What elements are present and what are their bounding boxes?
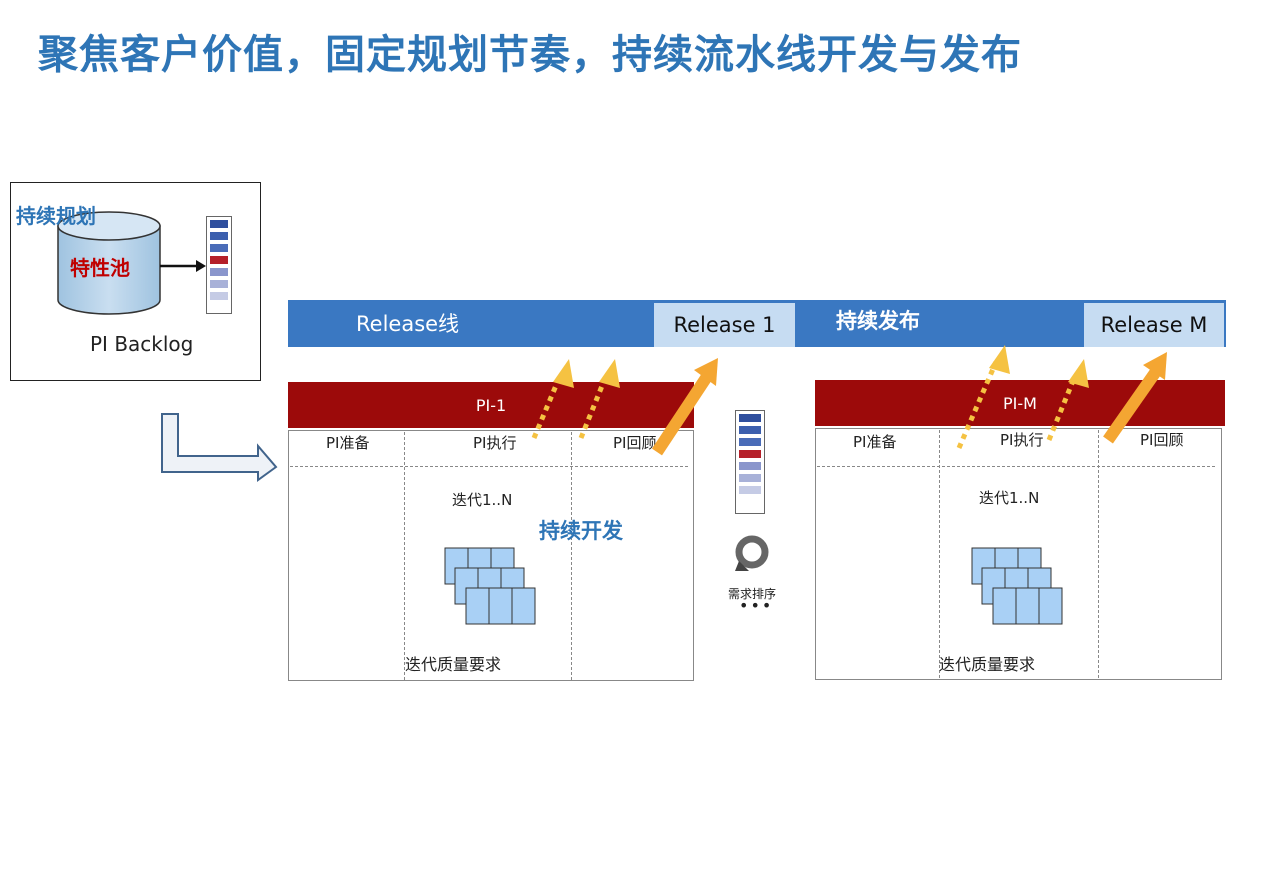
continuous-release-label: 持续发布 — [836, 309, 920, 333]
pi-m-iterations: 迭代1..N — [979, 489, 1040, 507]
pi-1-header: PI-1 — [288, 382, 694, 428]
backlog-stack-icon — [735, 410, 765, 514]
pi-m-divider — [939, 430, 940, 678]
cycle-icon — [735, 535, 769, 571]
ellipsis-dots: ••• — [739, 596, 774, 615]
pi-1-phase-execute: PI执行 — [473, 434, 517, 452]
pi-m-quality: 迭代质量要求 — [939, 655, 1036, 674]
pi-m-phase-review: PI回顾 — [1140, 431, 1184, 449]
pi-m-phase-line — [817, 466, 1215, 467]
backlog-label: PI Backlog — [90, 332, 194, 356]
iteration-grid-icon — [971, 547, 1063, 625]
planning-label: 持续规划 — [16, 204, 96, 228]
pi-1-phase-line — [290, 466, 688, 467]
page-title: 聚焦客户价值，固定规划节奏，持续流水线开发与发布 — [38, 32, 1022, 78]
release-line-label: Release线 — [356, 312, 460, 336]
iteration-grid-icon — [444, 547, 536, 625]
arrow-right-icon — [160, 260, 206, 272]
pi-1-phase-prepare: PI准备 — [326, 434, 370, 452]
backlog-stack-icon — [206, 216, 232, 314]
pi-m-header: PI-M — [815, 380, 1225, 426]
cylinder-icon — [57, 211, 161, 315]
pi-m-phase-prepare: PI准备 — [853, 433, 897, 451]
pi-1-divider — [404, 432, 405, 680]
pi-m-divider — [1098, 430, 1099, 678]
release-m-box: Release M — [1084, 303, 1224, 347]
pi-1-iterations: 迭代1..N — [452, 491, 513, 509]
pi-1-divider — [571, 432, 572, 680]
pi-1-quality: 迭代质量要求 — [405, 655, 502, 674]
continuous-dev-label: 持续开发 — [539, 519, 623, 543]
pi-m-phase-execute: PI执行 — [1000, 431, 1044, 449]
bent-arrow-icon — [161, 413, 278, 482]
feature-pool-label: 特性池 — [70, 256, 130, 280]
pi-1-phase-review: PI回顾 — [613, 434, 657, 452]
release-1-box: Release 1 — [654, 303, 795, 347]
sort-label: 需求排序 — [728, 587, 777, 601]
